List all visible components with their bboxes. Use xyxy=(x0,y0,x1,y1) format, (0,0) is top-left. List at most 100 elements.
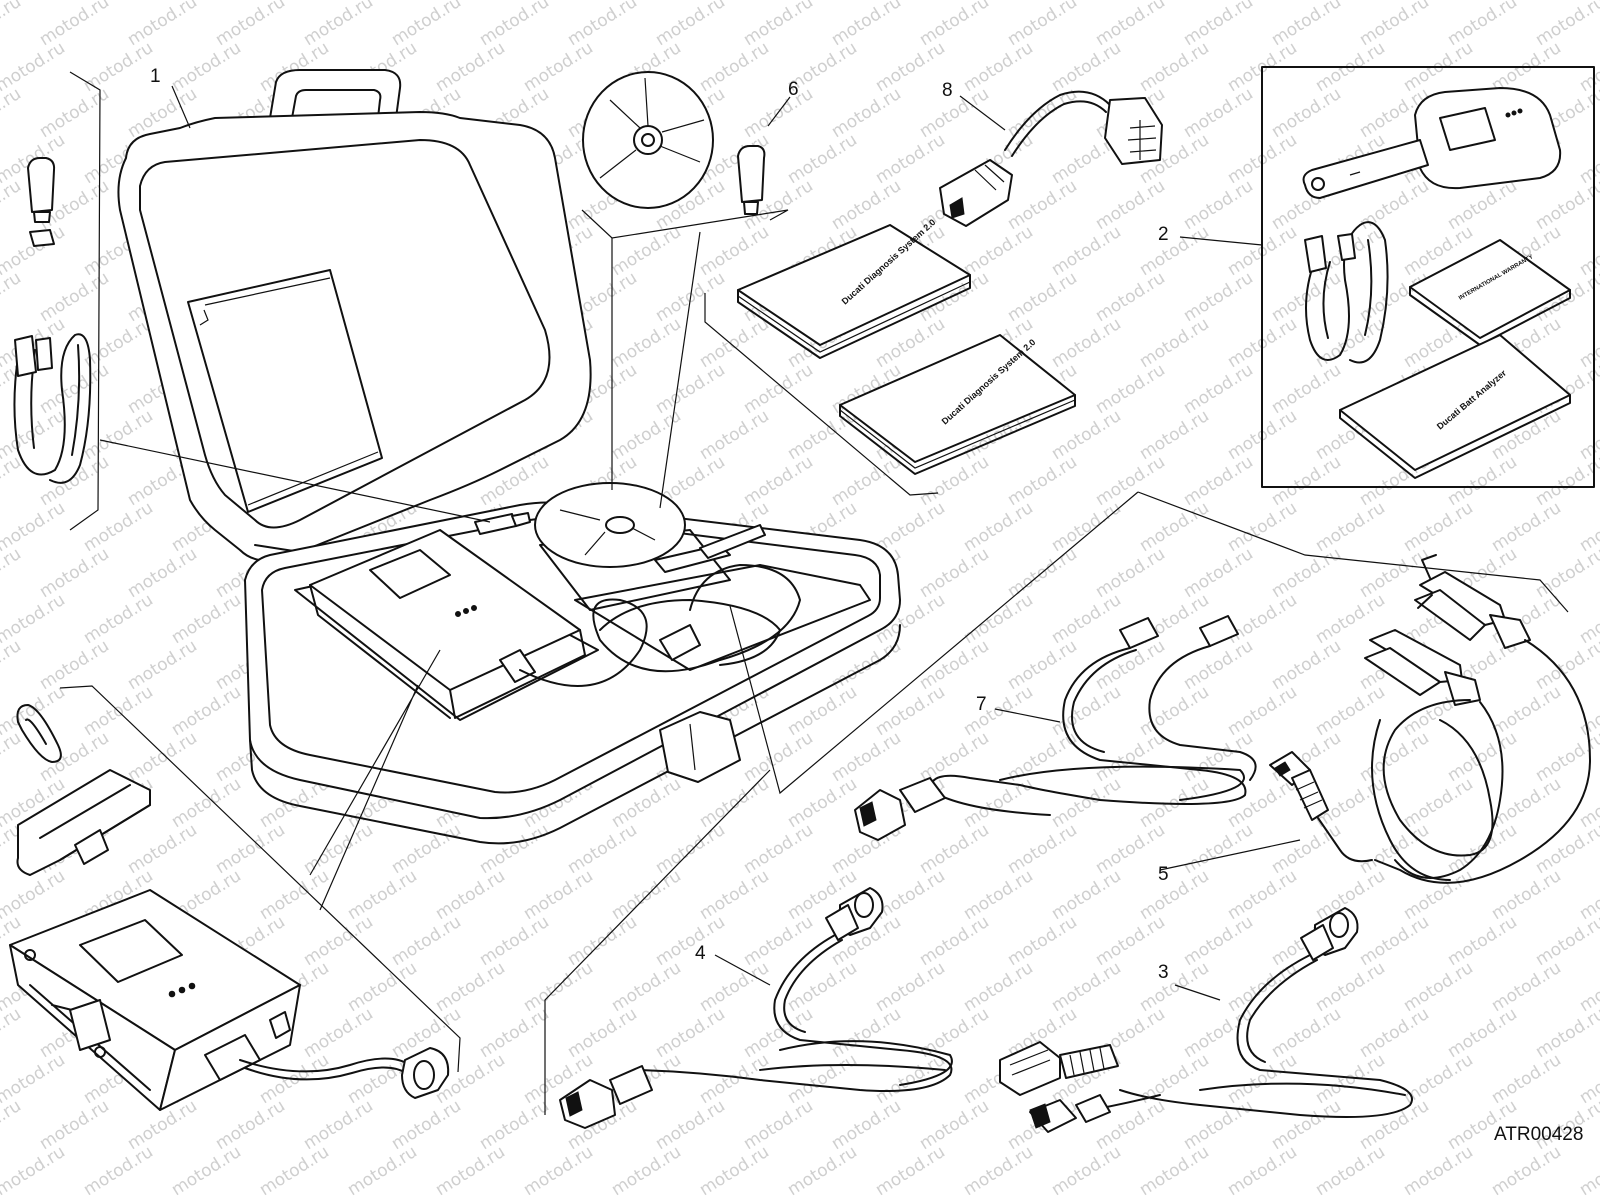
watermark-text: motod.ru xyxy=(652,820,729,878)
watermark-text: motod.ru xyxy=(300,0,377,50)
watermark-text: motod.ru xyxy=(300,912,377,970)
callout-5: 5 xyxy=(1158,864,1169,885)
watermark-text: motod.ru xyxy=(168,682,245,740)
watermark-text: motod.ru xyxy=(1312,1142,1389,1200)
watermark-text: motod.ru xyxy=(1400,1142,1477,1200)
watermark-text: motod.ru xyxy=(916,912,993,970)
watermark-text: motod.ru xyxy=(1444,912,1521,970)
watermark-text: motod.ru xyxy=(1136,38,1213,96)
watermark-text: motod.ru xyxy=(1268,820,1345,878)
leader-lines xyxy=(99,85,1569,1115)
watermark-text: motod.ru xyxy=(872,38,949,96)
watermark-text: motod.ru xyxy=(476,0,553,50)
watermark-text: motod.ru xyxy=(652,912,729,970)
watermark-text: motod.ru xyxy=(916,728,993,786)
watermark-text: motod.ru xyxy=(1092,0,1169,50)
watermark-text: motod.ru xyxy=(696,866,773,924)
watermark-text: motod.ru xyxy=(916,1096,993,1154)
watermark-text: motod.ru xyxy=(828,1096,905,1154)
watermark-text: motod.ru xyxy=(564,1004,641,1062)
watermark-text: motod.ru xyxy=(124,820,201,878)
watermark-text: motod.ru xyxy=(1048,590,1125,648)
watermark-text: motod.ru xyxy=(0,84,25,142)
watermark-text: motod.ru xyxy=(80,590,157,648)
callout-numbers: 1 2 3 4 5 6 7 8 xyxy=(150,66,1169,983)
cd-and-usb-key xyxy=(582,71,766,215)
watermark-text: motod.ru xyxy=(1004,912,1081,970)
watermark-text: motod.ru xyxy=(124,728,201,786)
diagnosis-manual-2: Ducati Diagnosis System 2.0 xyxy=(839,334,1076,475)
watermark-text: motod.ru xyxy=(1444,452,1521,510)
diagnosis-unit xyxy=(9,685,461,1111)
watermark-text: motod.ru xyxy=(1268,1096,1345,1154)
watermark-text: motod.ru xyxy=(1224,866,1301,924)
watermark-text: motod.ru xyxy=(1268,452,1345,510)
watermark-text: motod.ru xyxy=(36,544,113,602)
watermark-text: motod.ru xyxy=(1268,636,1345,694)
watermark-text: motod.ru xyxy=(520,1142,597,1200)
callout-2: 2 xyxy=(1158,224,1169,245)
watermark-text: motod.ru xyxy=(696,314,773,372)
watermark-text: motod.ru xyxy=(80,1142,157,1200)
watermark-text: motod.ru xyxy=(1048,958,1125,1016)
watermark-text: motod.ru xyxy=(740,0,817,50)
watermark-text: motod.ru xyxy=(1488,1050,1565,1108)
watermark-text: motod.ru xyxy=(1180,912,1257,970)
watermark-text: motod.ru xyxy=(784,774,861,832)
watermark-text: motod.ru xyxy=(740,912,817,970)
watermark-text: motod.ru xyxy=(1488,866,1565,924)
reference-code: ATR00428 xyxy=(1494,1124,1583,1145)
watermark-text: motod.ru xyxy=(1268,360,1345,418)
watermark-text: motod.ru xyxy=(388,912,465,970)
watermark-text: motod.ru xyxy=(1136,958,1213,1016)
watermark-text: motod.ru xyxy=(476,1004,553,1062)
watermark-text: motod.ru xyxy=(1224,498,1301,556)
watermark-text: motod.ru xyxy=(784,1050,861,1108)
watermark-text: motod.ru xyxy=(0,1004,25,1062)
watermark-text: motod.ru xyxy=(1400,774,1477,832)
watermark-text: motod.ru xyxy=(1136,222,1213,280)
watermark-text: motod.ru xyxy=(1136,682,1213,740)
watermark-text: motod.ru xyxy=(476,1096,553,1154)
watermark-text: motod.ru xyxy=(652,360,729,418)
watermark-text: motod.ru xyxy=(0,1142,69,1200)
watermark-text: motod.ru xyxy=(1048,866,1125,924)
watermark-text: motod.ru xyxy=(1488,1142,1565,1200)
watermark-text: motod.ru xyxy=(916,636,993,694)
watermark-text: motod.ru xyxy=(828,84,905,142)
watermark-text: motod.ru xyxy=(1268,1004,1345,1062)
watermark-text: motod.ru xyxy=(1400,958,1477,1016)
watermark-text: motod.ru xyxy=(1356,1004,1433,1062)
cable-3 xyxy=(999,907,1413,1133)
callout-8: 8 xyxy=(942,80,953,101)
watermark-text: motod.ru xyxy=(872,130,949,188)
watermark-text: motod.ru xyxy=(1356,0,1433,50)
watermark-text: motod.ru xyxy=(608,958,685,1016)
watermark-text: motod.ru xyxy=(872,866,949,924)
watermark-text: motod.ru xyxy=(388,820,465,878)
watermark-text: motod.ru xyxy=(1004,452,1081,510)
watermark-text: motod.ru xyxy=(1136,1050,1213,1108)
watermark-text: motod.ru xyxy=(300,1096,377,1154)
watermark-text: motod.ru xyxy=(1004,176,1081,234)
carrying-case xyxy=(117,69,901,845)
watermark-text: motod.ru xyxy=(476,912,553,970)
watermark-text: motod.ru xyxy=(784,130,861,188)
watermark-text: motod.ru xyxy=(124,544,201,602)
watermark-text: motod.ru xyxy=(1136,1142,1213,1200)
watermark-text: motod.ru xyxy=(696,222,773,280)
watermark-text: motod.ru xyxy=(0,176,25,234)
watermark-text: motod.ru xyxy=(1180,360,1257,418)
watermark-text: motod.ru xyxy=(1532,176,1600,234)
watermark-text: motod.ru xyxy=(432,958,509,1016)
watermark-text: motod.ru xyxy=(1224,1050,1301,1108)
watermark-text: motod.ru xyxy=(168,774,245,832)
watermark-text: motod.ru xyxy=(1136,406,1213,464)
watermark-text: motod.ru xyxy=(1092,452,1169,510)
adapter-cable xyxy=(939,90,1163,227)
watermark-text: motod.ru xyxy=(1048,498,1125,556)
watermark-text: motod.ru xyxy=(696,774,773,832)
watermark-text: motod.ru xyxy=(388,1096,465,1154)
watermark-text: motod.ru xyxy=(36,0,113,50)
